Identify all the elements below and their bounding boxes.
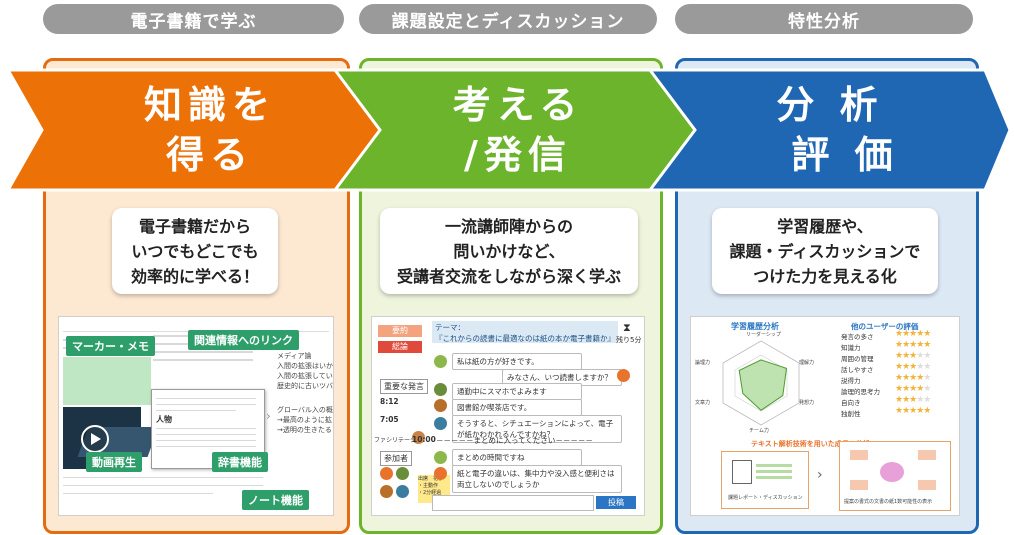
- eval-title: 他のユーザーの評価: [851, 322, 919, 331]
- avatar: [434, 399, 447, 412]
- message: 私は紙の方が好きです。: [452, 353, 582, 370]
- role-summary: 要約: [378, 325, 422, 337]
- facilitator-avatar: [412, 431, 425, 444]
- arrow-think-label: 考える/発信: [452, 83, 584, 177]
- eval-label: 発言の多さ: [841, 333, 874, 341]
- facilitator-label: ファシリテーター: [374, 437, 423, 444]
- star-rating: ★★★★★: [895, 329, 931, 339]
- time-2: 7:05: [380, 415, 399, 424]
- dictionary-popup: 人物: [151, 389, 265, 469]
- star-rating: ★★★★★: [895, 395, 931, 405]
- text-analysis-title: テキスト解析技術を用いた成長の分析: [751, 440, 870, 448]
- eval-label: 論理的思考力: [841, 388, 880, 396]
- arrow-analyze: [647, 68, 1012, 192]
- star-rating: ★★★★★: [895, 340, 931, 350]
- avatar: [434, 451, 447, 464]
- tag-video: 動画再生: [86, 452, 142, 472]
- important-label: 重要な発言: [380, 379, 428, 394]
- eval-label: 説得力: [841, 377, 861, 385]
- header-analysis: 特性分析: [675, 4, 973, 34]
- participant-avatar: [380, 467, 393, 480]
- analysis-screenshot: 学習履歴分析 リーダーシップ 理解力 発想力 チーム力 文章力 論理力 他のユー…: [690, 316, 960, 516]
- role-general: 総論: [378, 341, 422, 353]
- ebook-highlight[interactable]: [63, 357, 151, 405]
- eval-label: 周囲の管理: [841, 355, 874, 363]
- send-button[interactable]: 投稿: [596, 496, 636, 509]
- participant-avatar: [396, 467, 409, 480]
- header-discussion: 課題設定とディスカッション: [359, 4, 657, 34]
- eval-label: 話しやすさ: [841, 366, 874, 374]
- report-caption: 課題レポート・ディスカッション: [728, 495, 803, 501]
- message: まとめの時間ですね: [452, 449, 582, 466]
- avatar: [434, 467, 447, 480]
- popup-word: 人物: [156, 415, 172, 424]
- timer: 残り5分: [616, 336, 642, 344]
- report-box: 課題レポート・ディスカッション: [721, 451, 809, 509]
- time-3: 10:00: [412, 435, 436, 444]
- eval-label: 自向き: [841, 399, 861, 407]
- system-message: －－－－－まとめに入ってください－－－－－: [436, 436, 593, 445]
- tag-note: ノート機能: [242, 490, 309, 510]
- star-rating: ★★★★★: [895, 351, 931, 361]
- message-input[interactable]: [432, 495, 594, 511]
- callout-analysis: 学習履歴や、課題・ディスカッションでつけた力を見える化: [712, 208, 938, 294]
- play-icon[interactable]: [81, 425, 109, 453]
- mindmap-box: 提案の書式の文書の紙1数可能性の表示: [839, 441, 951, 511]
- arrow-right-icon: ›: [817, 467, 823, 483]
- time-1: 8:12: [380, 397, 399, 406]
- message: 通勤中にスマホでよみます: [452, 383, 582, 400]
- avatar: [434, 383, 447, 396]
- message: そうすると、シチュエーションによって、電子が紙かわかれるんですかね？: [452, 415, 622, 443]
- radar-axis-label: チーム力: [749, 428, 769, 434]
- document-icon: [732, 460, 752, 484]
- star-rating: ★★★★★: [895, 373, 931, 383]
- star-rating: ★★★★★: [895, 384, 931, 394]
- tag-marker-memo: マーカー・メモ: [66, 336, 155, 356]
- radar-axis-label: リーダーシップ: [746, 332, 781, 338]
- radar-axis-label: 発想力: [799, 400, 815, 406]
- avatar: [617, 369, 630, 382]
- star-rating: ★★★★★: [895, 362, 931, 372]
- radar-axis-label: 文章力: [695, 400, 711, 406]
- callout-ebook: 電子書籍だからいつでもどこでも効率的に学べる！: [112, 208, 278, 294]
- participant-avatar: [396, 485, 409, 498]
- theme-box: テーマ：『これからの読書に最適なのは紙の本か電子書籍か』: [432, 321, 618, 343]
- message: 図書館か喫茶店です。: [452, 399, 582, 416]
- star-rating: ★★★★★: [895, 406, 931, 416]
- radar-title: 学習履歴分析: [731, 322, 779, 331]
- discussion-screenshot: 要約 総論 重要な発言 8:12 7:05 ファシリテーター 参加者 出席 花子…: [371, 316, 645, 516]
- eval-label: 独創性: [841, 410, 861, 418]
- arrow-knowledge-label: 知識を得る: [143, 83, 276, 177]
- eval-table: 発言の多さ ★★★★★ 知識力 ★★★★★ 周囲の管理 ★★★★★ 話しやすさ ★★★★★ 説得…: [841, 329, 957, 431]
- message: 紙と電子の違いは、集中力や没入感と便利さは両立しないのでしょうか: [452, 465, 622, 493]
- mindmap-caption: 提案の書式の文書の紙1数可能性の表示: [844, 499, 933, 505]
- participant-avatar: [380, 485, 393, 498]
- callout-discussion: 一流講師陣からの問いかけなど、受講者交流をしながら深く学ぶ: [380, 208, 638, 294]
- radar-axis-label: 理解力: [799, 360, 815, 366]
- arrow-analyze-label: 分 析評 価: [776, 83, 899, 177]
- next-page-icon[interactable]: ›: [266, 409, 271, 423]
- tag-dictionary: 辞書機能: [212, 452, 268, 472]
- radar-area: [738, 359, 788, 411]
- eval-label: 知識力: [841, 344, 861, 352]
- ebook-side-panel: メディア論 入間の拡張はいか 入間の拡張している 歴史的に古いツバ グローバル入…: [277, 352, 334, 434]
- header-ebook: 電子書籍で学ぶ: [43, 4, 344, 34]
- avatar: [434, 355, 447, 368]
- radar-chart: [722, 340, 800, 426]
- radar-axis-label: 論理力: [695, 360, 711, 366]
- tag-related-link: 関連情報へのリンク: [188, 330, 299, 350]
- hourglass-icon: ⧗: [623, 321, 631, 334]
- avatar: [434, 417, 447, 430]
- participants-label: 参加者: [380, 451, 412, 466]
